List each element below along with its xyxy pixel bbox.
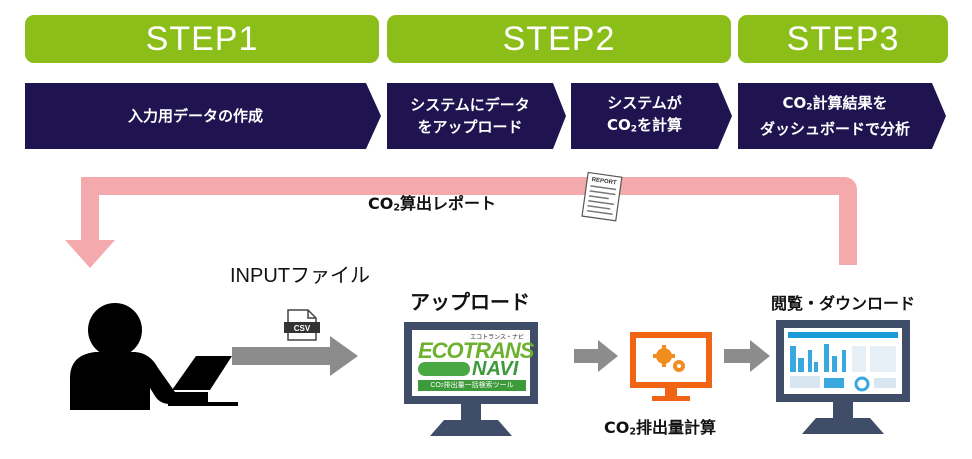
dashboard-monitor [776,320,910,434]
report-document-icon: REPORT [581,171,623,222]
calc-label: CO2排出量計算 [604,418,717,438]
phase3-line1: システムが [607,93,682,112]
step2-label: STEP2 [502,19,616,58]
step1-header: STEP1 [25,15,379,63]
download-label: 閲覧・ダウンロード [771,294,916,313]
chevron-phase4 [738,83,946,149]
step3-label: STEP3 [786,19,900,58]
calc-arrow-2 [724,340,770,372]
upload-arrow [232,336,358,376]
upload-label: アップロード [410,290,530,314]
phase4-line2: ダッシュボードで分析 [759,120,910,139]
logo-eco: ECO [418,338,464,363]
phase2-line2: をアップロード [417,118,523,136]
step1-label: STEP1 [145,19,259,58]
step2-header: STEP2 [387,15,731,63]
logo-kana: エコトランス・ナビ [470,335,524,341]
input-file-label: INPUTファイル [230,265,370,287]
csv-label: CSV [294,324,311,333]
calc-arrow-1 [574,340,618,372]
step3-header: STEP3 [738,15,948,63]
phase4-line1: CO2計算結果を [782,93,888,113]
calc-monitor [630,332,712,401]
chevron-phase1 [25,83,381,149]
phase1-text: 入力用データの作成 [25,83,366,149]
phase3-text: システムが CO2を計算 [571,83,718,149]
logo-vehicles [418,362,470,376]
report-loop-arrow [81,177,857,265]
phase2-text: システムにデータ をアップロード [387,83,553,149]
logo-navi: NAVI [472,358,519,380]
chevron-phase2 [387,83,566,149]
phase4-text: CO2計算結果を ダッシュボードで分析 [738,83,932,149]
person-laptop-icon [70,303,238,410]
ecotrans-navi-logo: エコトランス・ナビ ECOTRANS NAVI CO2排出量一括検索ツール [414,332,534,394]
report-loop-label: CO2算出レポート [368,194,497,214]
phase2-line1: システムにデータ [410,96,530,114]
report-loop-arrowhead [65,240,115,268]
csv-file-icon: CSV [284,309,320,341]
phase3-line2: CO2を計算 [606,115,683,135]
dashboard-screen [788,332,898,392]
logo-title: ECOTRANS [418,338,535,364]
logo-trans: TRANS [462,338,535,363]
chevron-phase3 [571,83,732,149]
gear-icon [653,345,685,372]
logo-tagline: CO2排出量一括検索ツール [418,380,526,391]
process-chevrons [25,83,946,149]
report-doc-title: REPORT [591,177,617,186]
phase1-line1: 入力用データの作成 [127,107,263,125]
